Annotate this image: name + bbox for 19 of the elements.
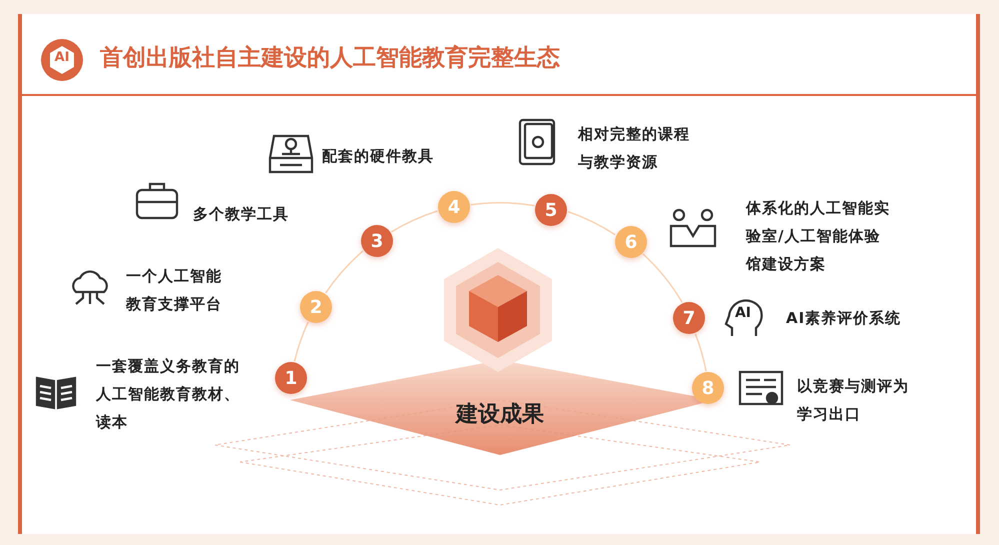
item-text: 一个人工智能教育支撑平台 [126,266,223,315]
arc-connector [568,210,616,236]
arc-connector [470,202,535,206]
arc-connector [694,334,707,372]
arc-connector [642,254,683,303]
badge-text: AI [54,50,70,65]
item-text: 以竞赛与测评为学习出口 [797,376,910,425]
item-text: AI素养评价系统 [786,308,902,329]
head-icon-text: AI [734,305,752,321]
arc-connector [391,210,438,233]
item-text: 配套的硬件教具 [322,146,435,167]
arc-connector [294,322,309,362]
item-text: 相对完整的课程与教学资源 [578,124,691,173]
item-text: 一套覆盖义务教育的人工智能教育教材、读本 [96,356,241,433]
platform-label: 建设成果 [420,396,580,432]
item-text: 体系化的人工智能实验室/人工智能体验馆建设方案 [746,198,891,275]
title: 首创出版社自主建设的人工智能教育完整生态 [100,44,560,73]
item-text: 多个教学工具 [193,204,290,225]
arc-connector [325,250,364,294]
